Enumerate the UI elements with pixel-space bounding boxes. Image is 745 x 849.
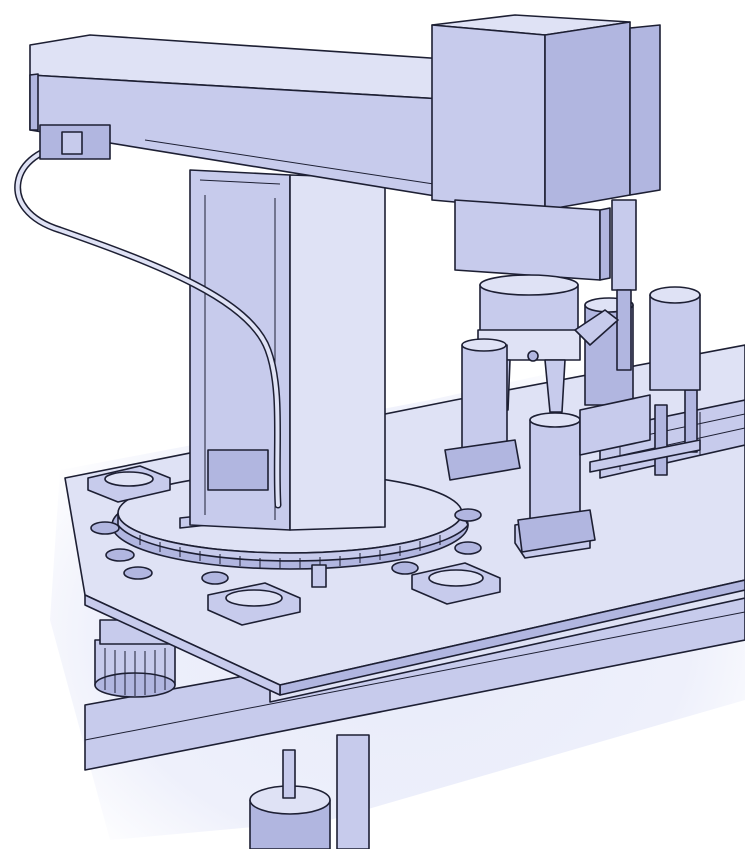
work-stations: [444, 338, 651, 553]
linear-track: [589, 389, 745, 479]
cable: [14, 141, 282, 509]
horizontal-arm: [29, 34, 461, 201]
guide-rollers: [90, 508, 482, 588]
support-leg: [249, 734, 370, 849]
vertical-column: [189, 169, 386, 531]
spindle-housing: [431, 14, 661, 371]
